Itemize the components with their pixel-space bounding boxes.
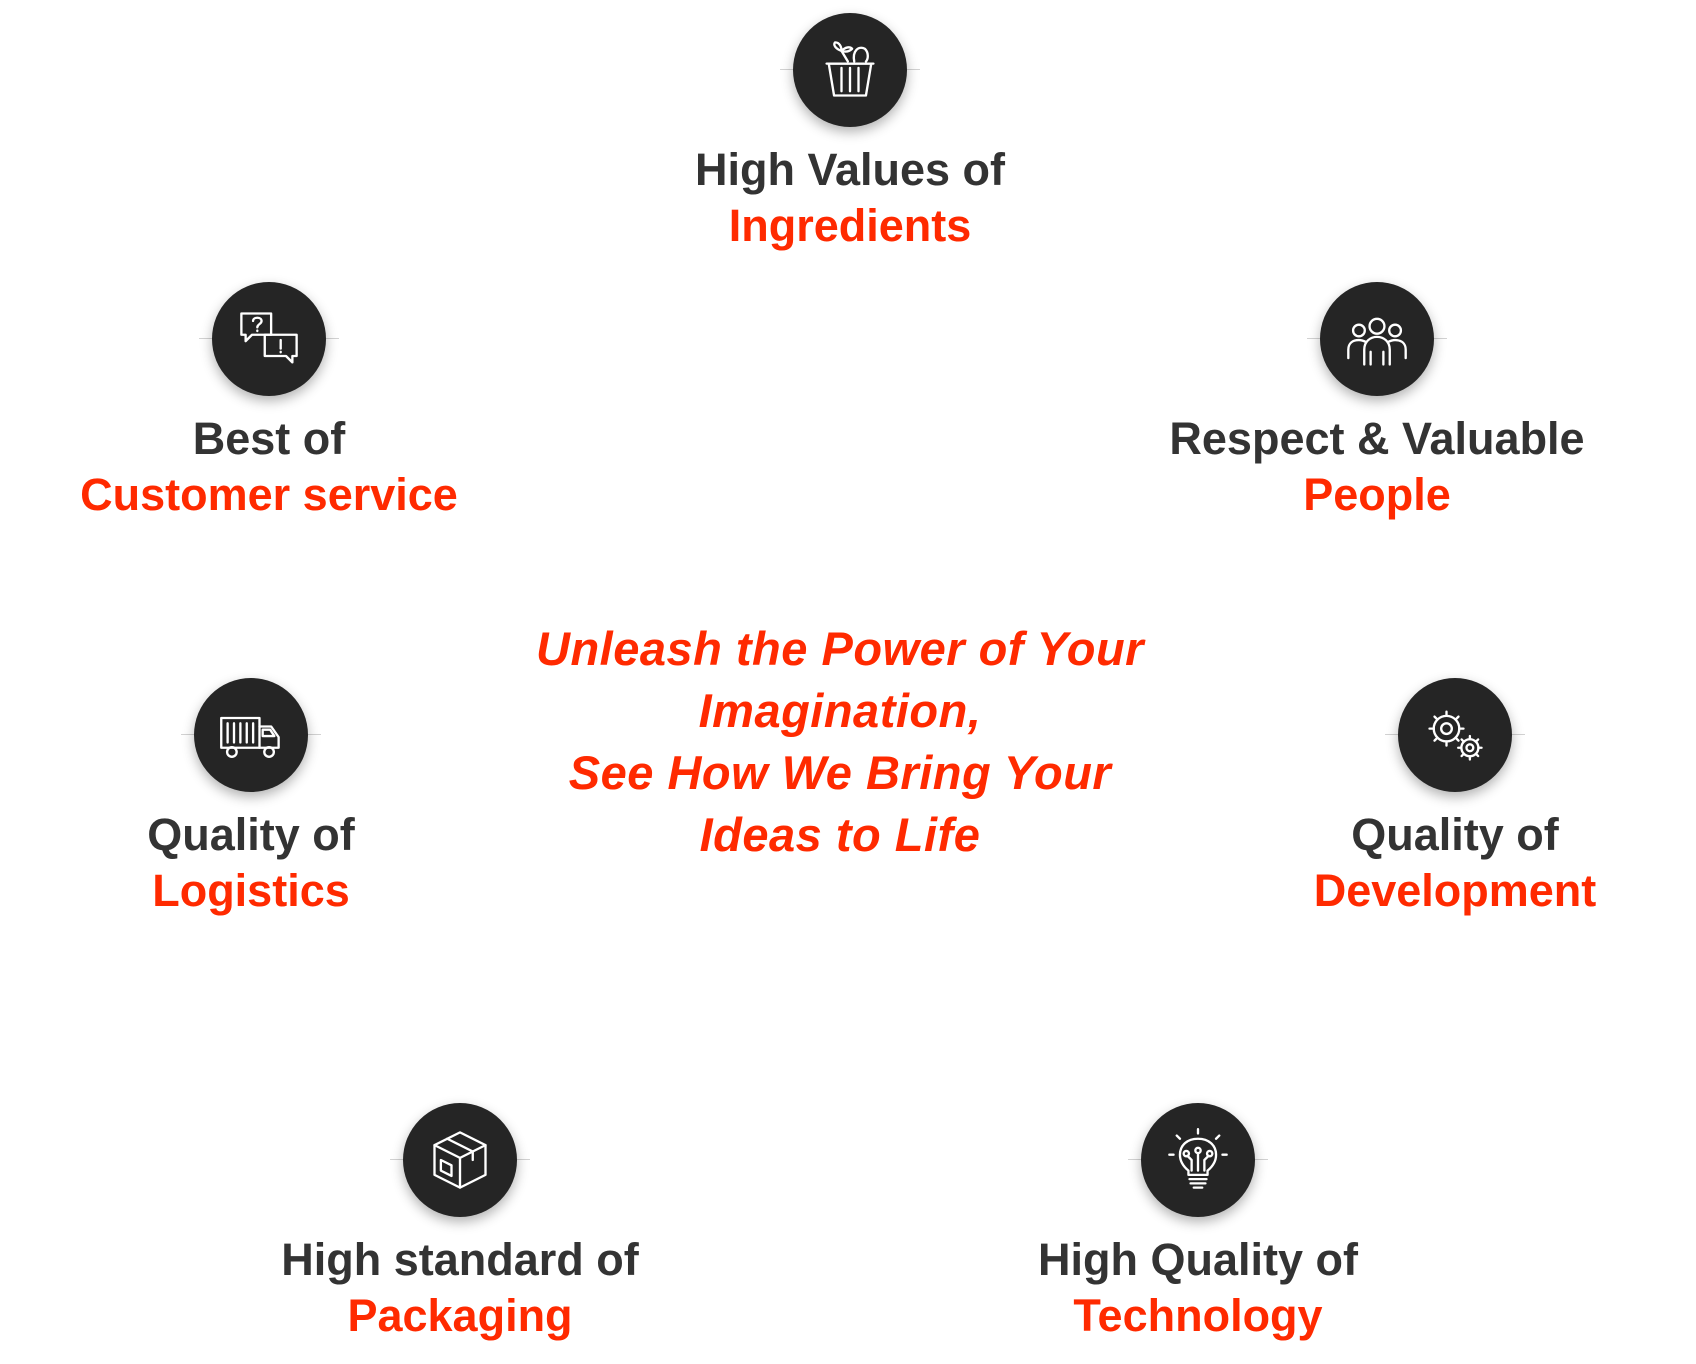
item-highlight: Development: [1313, 865, 1597, 916]
people-group-icon: [1347, 317, 1407, 366]
value-item-people: Respect & Valuable People: [1117, 269, 1637, 523]
value-item-packaging: High standard of Packaging: [200, 1090, 720, 1344]
item-prefix: Quality of: [1351, 809, 1559, 860]
tagline: Unleash the Power of Your Imagination, S…: [400, 618, 1280, 866]
lightbulb-circuit-icon: [1168, 1128, 1228, 1189]
grocery-basket-icon: [825, 41, 875, 97]
item-highlight: Technology: [1073, 1290, 1323, 1341]
package-box-icon: [433, 1131, 487, 1189]
item-prefix: Best of: [192, 413, 346, 464]
item-prefix: High Quality of: [1038, 1234, 1358, 1285]
item-highlight: Logistics: [152, 865, 350, 916]
value-item-ingredients: High Values of Ingredients: [590, 0, 1110, 254]
value-item-technology: High Quality of Technology: [938, 1090, 1458, 1344]
item-highlight: Ingredients: [728, 200, 972, 251]
chat-bubbles-icon: [240, 312, 298, 364]
value-item-customer-service: Best of Customer service: [9, 269, 529, 523]
tagline-line: Ideas to Life: [699, 808, 981, 861]
item-prefix: High standard of: [281, 1234, 639, 1285]
gears-icon: [1428, 710, 1483, 761]
item-prefix: Respect & Valuable: [1169, 413, 1585, 464]
value-item-logistics: Quality of Logistics: [0, 665, 511, 919]
item-highlight: Customer service: [80, 469, 458, 520]
value-item-development: Quality of Development: [1195, 665, 1696, 919]
truck-icon: [220, 716, 280, 758]
item-prefix: Quality of: [147, 809, 355, 860]
item-highlight: People: [1303, 469, 1451, 520]
item-highlight: Packaging: [347, 1290, 573, 1341]
tagline-line: See How We Bring Your: [568, 746, 1112, 799]
item-prefix: High Values of: [694, 144, 1006, 195]
tagline-line: Imagination,: [698, 684, 982, 737]
tagline-line: Unleash the Power of Your: [536, 622, 1144, 675]
